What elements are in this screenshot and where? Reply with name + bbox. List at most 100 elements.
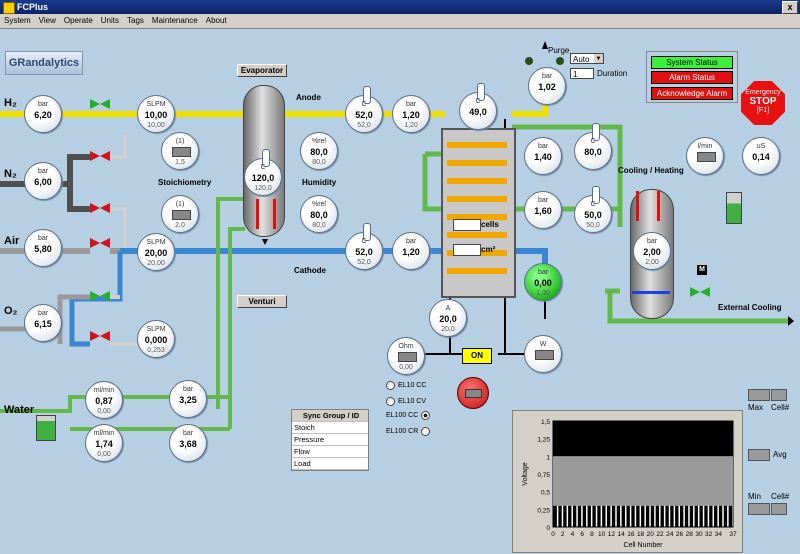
chevron-down-icon[interactable]: ▼	[594, 54, 603, 63]
acknowledge-alarm-button[interactable]: Acknowledge Alarm	[651, 87, 733, 100]
cell-bar	[558, 505, 562, 527]
cell-bar	[714, 505, 718, 527]
mode-el100-cc[interactable]: EL100 CC	[386, 411, 431, 420]
x-tick-label: 10	[598, 531, 606, 538]
cell-bar	[577, 505, 582, 527]
x-tick-label: 6	[580, 531, 584, 538]
cell-bar	[670, 505, 674, 527]
n2-valve-1[interactable]	[90, 151, 110, 161]
cm2-label: cm²	[481, 245, 496, 254]
close-button[interactable]: x	[782, 1, 798, 14]
menu-units[interactable]: Units	[100, 16, 120, 25]
cell-bar	[568, 505, 572, 527]
process-panel: GRandalytics H₂ N₂ Air O₂ Water Evaporat…	[0, 29, 800, 553]
menu-about[interactable]: About	[205, 16, 227, 25]
emergency-stop-button[interactable]: Emergency STOP [F1]	[741, 81, 785, 125]
load-on-button[interactable]: ON	[462, 348, 492, 364]
menu-maintenance[interactable]: Maintenance	[151, 16, 198, 25]
estop-key: [F1]	[756, 107, 770, 114]
x-tick-label: 16	[627, 531, 635, 538]
x-tick-label: 8	[590, 531, 594, 538]
min-value-display	[748, 503, 770, 515]
cell-bar	[611, 505, 616, 527]
voltage-band-fill	[553, 456, 733, 506]
evaporator-heater-icon	[256, 199, 276, 229]
purge-mode-select[interactable]: Auto▼	[570, 53, 604, 64]
mode-el10-cv[interactable]: EL10 CV	[386, 397, 426, 406]
motor-icon: M	[697, 265, 707, 275]
cell-bar	[587, 505, 591, 527]
purge-led-2	[556, 57, 564, 65]
max-value-display	[748, 389, 770, 401]
sync-row-stoich[interactable]: Stoich	[292, 422, 368, 434]
estop-label-1: Emergency	[745, 89, 781, 96]
x-tick-label: 24	[666, 531, 674, 538]
cell-area-input[interactable]	[453, 244, 481, 256]
sync-header: Sync Group / ID	[292, 410, 368, 422]
cell-bar	[602, 505, 606, 527]
o2-valve-1[interactable]	[90, 291, 110, 301]
mode-el100-cr[interactable]: EL100 CR	[386, 427, 431, 436]
mode-el10-cc[interactable]: EL10 CC	[386, 381, 426, 390]
label-n2: N₂	[4, 168, 17, 180]
coolant-tank	[726, 192, 742, 224]
sync-row-flow[interactable]: Flow	[292, 446, 368, 458]
purge-duration-input[interactable]: 1	[570, 68, 594, 79]
menu-view[interactable]: View	[38, 16, 56, 25]
evaporator-label[interactable]: Evaporator	[237, 64, 287, 77]
x-tick-label: 2	[561, 531, 565, 538]
purge-label: Purge	[548, 46, 570, 55]
load-indicator[interactable]	[457, 377, 489, 409]
stoichiometry-label: Stoichiometry	[158, 178, 212, 187]
cell-bar	[694, 505, 698, 527]
title-bar: FCPlus x	[0, 0, 800, 14]
cell-bar	[645, 505, 650, 527]
label-water: Water	[4, 404, 35, 416]
max-cell-label: Cell#	[771, 403, 790, 412]
estop-label-2: STOP	[749, 96, 777, 107]
external-cooling-label: External Cooling	[718, 303, 782, 312]
cathode-label: Cathode	[294, 266, 326, 275]
cathode-stoich-gauge: (1)2,0	[161, 195, 199, 233]
cell-bar	[636, 505, 640, 527]
x-tick-label: 4	[571, 531, 575, 538]
cell-bar	[660, 505, 664, 527]
cell-bar	[597, 505, 601, 527]
cooling-valve[interactable]	[690, 287, 710, 297]
x-tick-label: 14	[617, 531, 625, 538]
venturi-label[interactable]: Venturi	[237, 295, 287, 308]
n2-valve-2[interactable]	[90, 203, 110, 213]
o2-valve-2[interactable]	[90, 331, 110, 341]
h2-valve[interactable]	[90, 99, 110, 109]
x-tick-label: 12	[608, 531, 616, 538]
x-tick-label: 30	[695, 531, 703, 538]
cell-bar	[675, 505, 679, 527]
cell-count-input[interactable]	[453, 219, 481, 231]
menu-system[interactable]: System	[4, 16, 31, 25]
cell-bar	[641, 505, 645, 527]
menu-bar: System View Operate Units Tags Maintenance Abo…	[0, 14, 800, 29]
cell-bar	[684, 505, 689, 527]
sync-row-pressure[interactable]: Pressure	[292, 434, 368, 446]
sync-row-load[interactable]: Load	[292, 458, 368, 470]
menu-tags[interactable]: Tags	[127, 16, 144, 25]
x-tick-label: 20	[647, 531, 655, 538]
air-valve[interactable]	[90, 238, 110, 248]
y-tick-label: 1,25	[537, 437, 550, 444]
cell-bar	[704, 505, 708, 527]
min-cell-label: Cell#	[771, 492, 790, 501]
menu-operate[interactable]: Operate	[63, 16, 93, 25]
cell-bar	[631, 505, 635, 527]
cell-bar	[679, 505, 684, 527]
x-tick-label: 28	[686, 531, 694, 538]
